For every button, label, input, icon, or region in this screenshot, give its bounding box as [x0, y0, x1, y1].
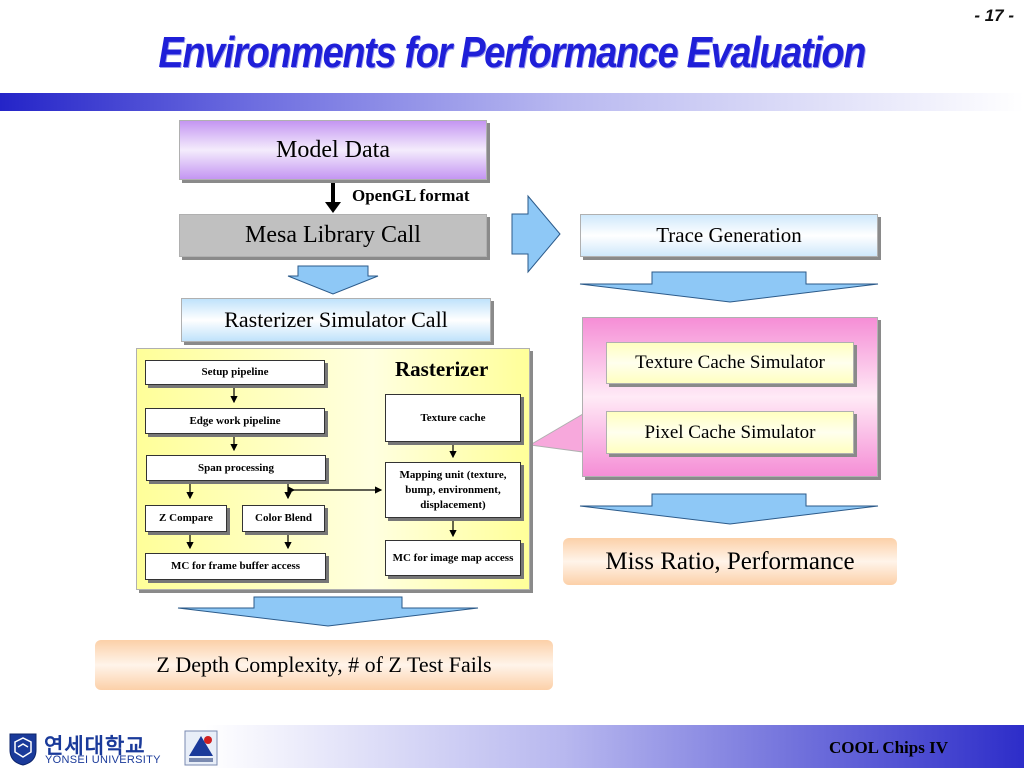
mapping-unit-label: Mapping unit (texture, bump, environment… [399, 468, 507, 511]
mc-frame-buffer-block: MC for frame buffer access [145, 553, 326, 580]
setup-pipeline-block: Setup pipeline [145, 360, 325, 385]
z-depth-result-box: Z Depth Complexity, # of Z Test Fails [95, 640, 553, 690]
pixel-cache-simulator-box: Pixel Cache Simulator [606, 411, 854, 454]
page-number: - 17 - [974, 6, 1014, 25]
span-processing-label: Span processing [198, 461, 274, 474]
footer-band [0, 725, 1024, 768]
mc-image-map-block: MC for image map access [385, 540, 521, 576]
university-english-name: YONSEI UNIVERSITY [45, 754, 161, 766]
rasterizer-title: Rasterizer [395, 357, 489, 381]
miss-ratio-result-label: Miss Ratio, Performance [605, 547, 855, 575]
rasterizer-simulator-call-box: Rasterizer Simulator Call [181, 298, 491, 342]
institute-emblem-icon [184, 730, 218, 766]
z-compare-block: Z Compare [145, 505, 227, 532]
block-arrow-rasterizer-down [177, 596, 479, 627]
setup-pipeline-label: Setup pipeline [201, 366, 269, 378]
texture-cache-label: Texture cache [420, 411, 486, 424]
z-depth-result-label: Z Depth Complexity, # of Z Test Fails [156, 652, 492, 677]
mapping-unit-block: Mapping unit (texture, bump, environment… [385, 462, 521, 518]
edge-work-pipeline-label: Edge work pipeline [189, 414, 281, 427]
header-band [0, 93, 1024, 111]
yonsei-logo: 연세대학교 YONSEI UNIVERSITY [6, 730, 221, 766]
shield-icon [9, 733, 37, 766]
z-compare-label: Z Compare [159, 512, 213, 524]
conference-name: COOL Chips IV [828, 738, 948, 757]
rasterizer-simulator-call-label: Rasterizer Simulator Call [224, 307, 448, 332]
mesa-library-call-box: Mesa Library Call [179, 214, 487, 257]
mesa-library-call-label: Mesa Library Call [245, 222, 421, 248]
page-title: Environments for Performance Evaluation [158, 28, 866, 77]
model-data-box: Model Data [179, 120, 487, 180]
mc-frame-buffer-label: MC for frame buffer access [170, 560, 301, 572]
opengl-format-label: OpenGL format [352, 186, 470, 205]
university-korean-name: 연세대학교 [44, 734, 146, 758]
miss-ratio-result-box: Miss Ratio, Performance [563, 538, 897, 585]
texture-cache-simulator-box: Texture Cache Simulator [606, 342, 854, 384]
block-arrow-trace-down [579, 271, 879, 303]
color-blend-block: Color Blend [242, 505, 325, 532]
model-data-label: Model Data [276, 136, 390, 163]
block-arrow-mesa-down [287, 265, 379, 295]
block-arrow-right [511, 194, 561, 274]
texture-cache-block: Texture cache [385, 394, 521, 442]
span-processing-block: Span processing [146, 455, 326, 481]
edge-work-pipeline-block: Edge work pipeline [145, 408, 325, 434]
pixel-cache-simulator-label: Pixel Cache Simulator [644, 421, 816, 443]
texture-cache-simulator-label: Texture Cache Simulator [635, 352, 825, 373]
mc-image-map-label: MC for image map access [392, 551, 514, 564]
color-blend-label: Color Blend [255, 512, 312, 524]
block-arrow-cache-down [579, 493, 879, 525]
trace-generation-label: Trace Generation [656, 223, 802, 247]
trace-generation-box: Trace Generation [580, 214, 878, 257]
